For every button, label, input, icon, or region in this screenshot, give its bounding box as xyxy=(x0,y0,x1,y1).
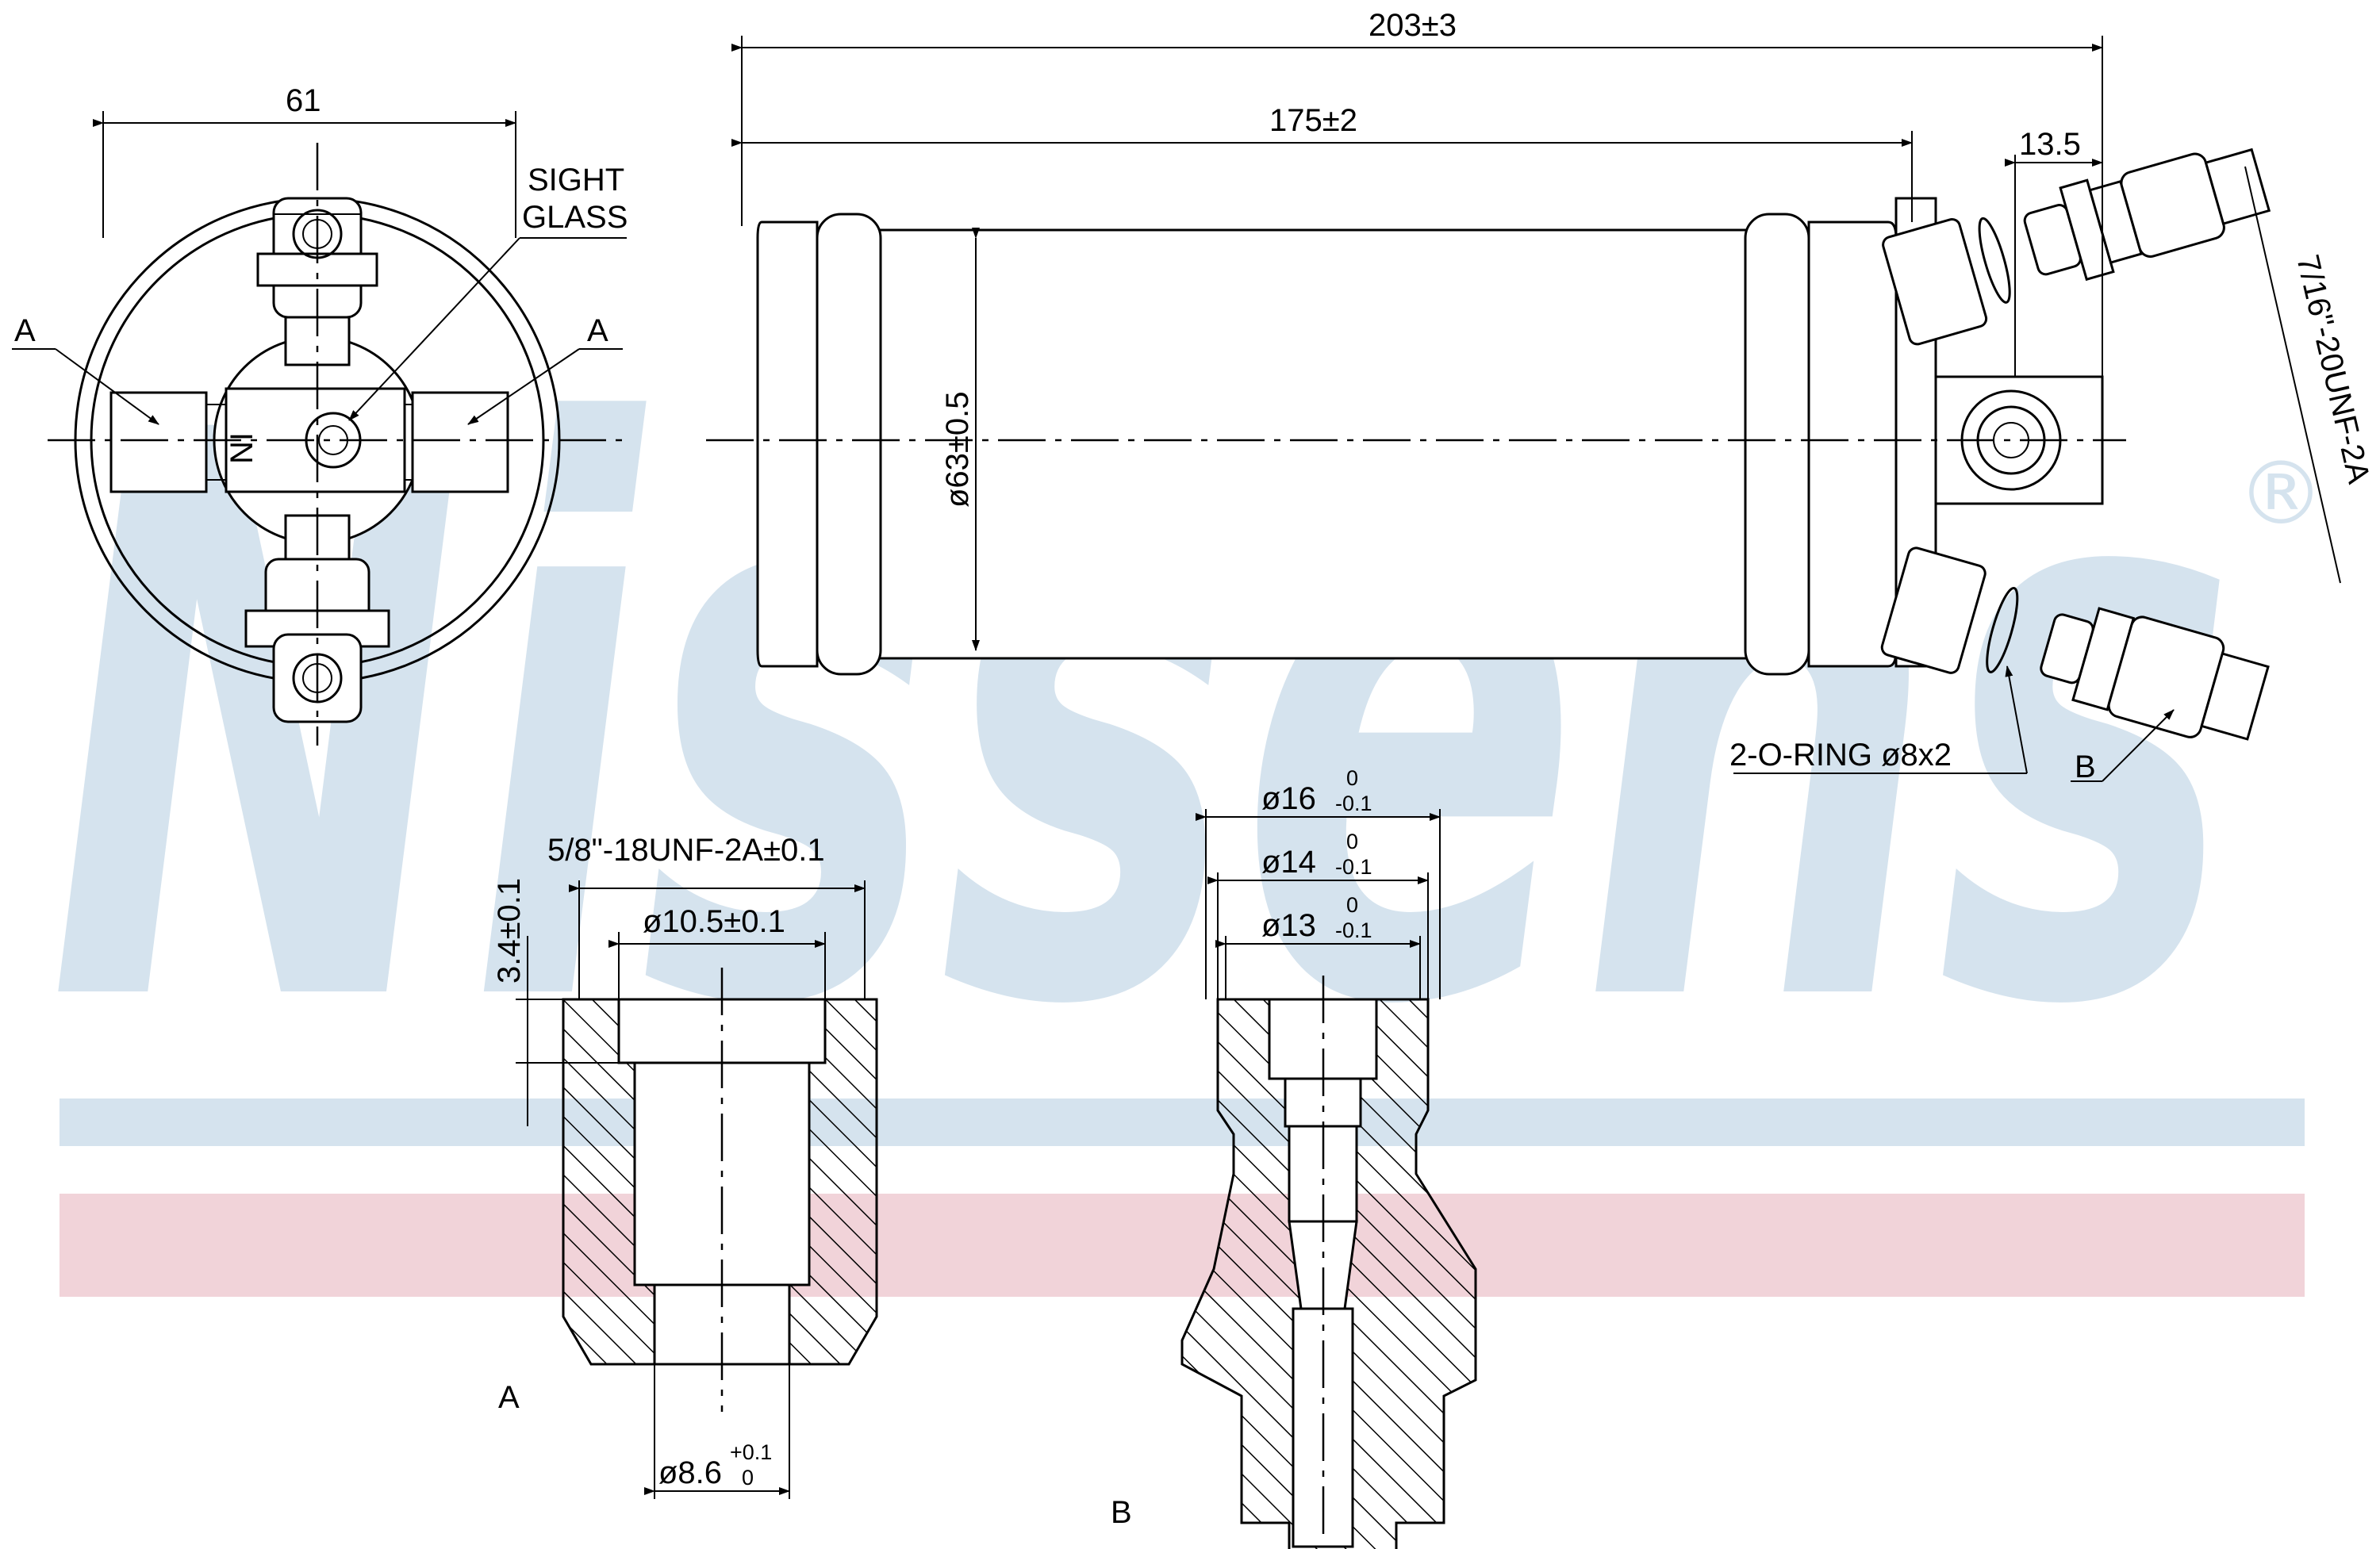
upper-fitting xyxy=(1882,148,2271,346)
dim-d13: ø13 xyxy=(1261,908,1316,943)
dim-d14: ø14 xyxy=(1261,845,1316,880)
dim-d16-tol-dn: -0.1 xyxy=(1335,792,1372,815)
label-a-left: A xyxy=(14,313,36,348)
dim-bore-8-6: ø8.6 xyxy=(658,1455,722,1490)
dim-oring: 2-O-RING ø8x2 xyxy=(1729,738,1952,773)
label-a-right: A xyxy=(587,313,608,348)
dim-d16: ø16 xyxy=(1261,781,1316,816)
dim-bore-8-6-tol-up: +0.1 xyxy=(730,1440,772,1464)
dim-d63: ø63±0.5 xyxy=(940,392,975,508)
dim-203: 203±3 xyxy=(1368,8,1457,43)
view-label-b: B xyxy=(1111,1495,1132,1530)
dim-thread-5-8: 5/8"-18UNF-2A±0.1 xyxy=(547,833,825,868)
sight-glass-label-1: SIGHT xyxy=(528,163,624,197)
dim-d14-tol-up: 0 xyxy=(1346,830,1358,853)
side-view: 203±3 175±2 13.5 ø63±0.5 7/16"-20UNF-2A … xyxy=(706,8,2376,784)
registered-mark: ® xyxy=(2237,443,2324,544)
ni-mark: NI xyxy=(225,432,259,464)
port-left xyxy=(109,391,208,493)
dim-bore-10-5: ø10.5±0.1 xyxy=(643,904,785,939)
sight-glass-label-2: GLASS xyxy=(522,200,628,235)
drier-body xyxy=(792,228,1921,660)
label-b-leader: B xyxy=(2075,750,2096,784)
section-b: ø16 0 -0.1 ø14 0 -0.1 ø13 0 -0.1 B xyxy=(1111,766,1477,1549)
dim-bore-8-6-tol-dn: 0 xyxy=(742,1466,754,1490)
dim-175: 175±2 xyxy=(1269,103,1357,138)
dim-d13-tol-dn: -0.1 xyxy=(1335,918,1372,942)
dim-13-5: 13.5 xyxy=(2019,127,2081,162)
dim-d13-tol-up: 0 xyxy=(1346,893,1358,917)
band-pink xyxy=(60,1194,2305,1297)
end-view: NI 61 A A xyxy=(12,83,628,746)
band-blue xyxy=(60,1098,2305,1146)
top-fitting xyxy=(256,197,378,366)
lower-fitting xyxy=(1880,546,2270,741)
dim-d14-tol-dn: -0.1 xyxy=(1335,855,1372,879)
dim-depth-3-4: 3.4±0.1 xyxy=(492,878,527,983)
dim-d16-tol-up: 0 xyxy=(1346,766,1358,790)
dim-61: 61 xyxy=(286,83,321,118)
view-label-a: A xyxy=(498,1380,520,1415)
section-a: 5/8"-18UNF-2A±0.1 ø10.5±0.1 3.4±0.1 ø8.6… xyxy=(492,833,878,1499)
